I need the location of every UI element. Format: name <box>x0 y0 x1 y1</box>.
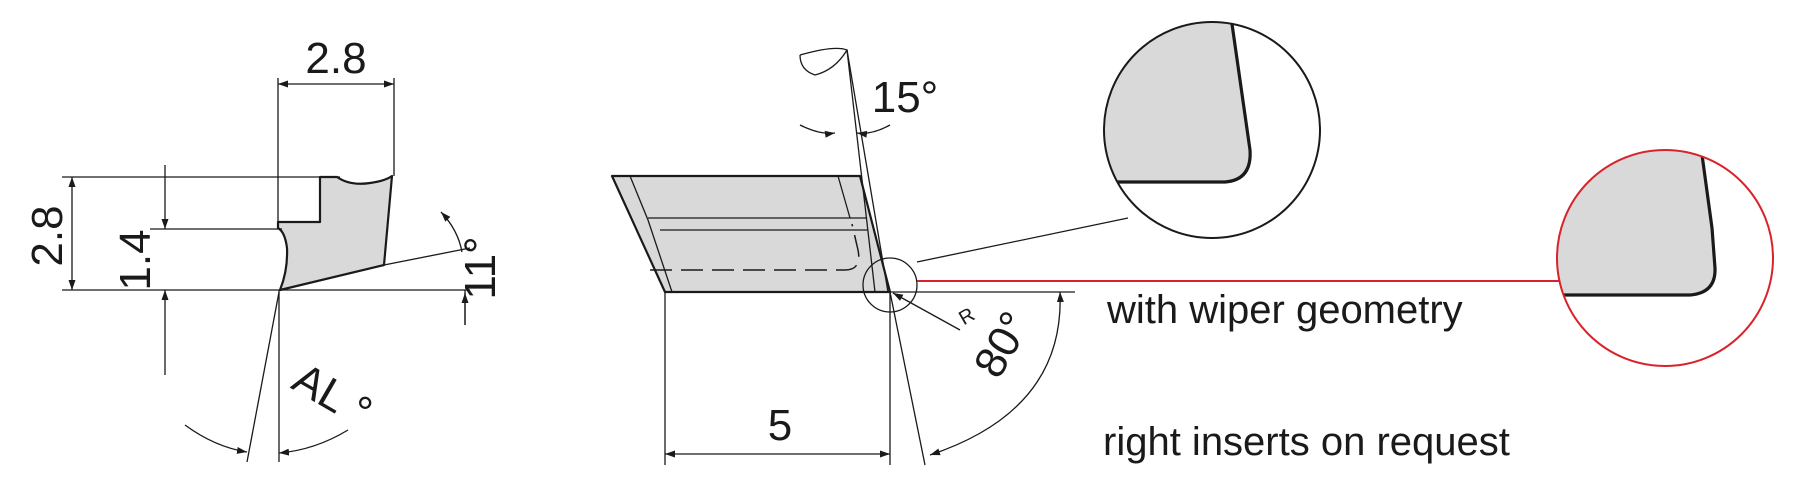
detail-standard-fill <box>1104 22 1251 182</box>
al-arc-right <box>278 429 349 456</box>
detail-wiper-circle <box>1556 149 1774 367</box>
front-view-insert-body <box>610 174 892 294</box>
detail-wiper-corner <box>1556 149 1774 367</box>
insert-top-facet <box>629 175 649 221</box>
detail-standard-circle <box>1103 21 1321 239</box>
height-label: 2.8 <box>23 205 72 266</box>
angle-15-arc-left <box>799 124 836 138</box>
length-label: 5 <box>768 401 792 450</box>
corner-detail-circle <box>862 257 918 313</box>
detail-standard-edge <box>1104 22 1252 184</box>
radius-label: R <box>955 304 979 330</box>
insert-right-inner <box>837 175 851 219</box>
detail-standard-corner <box>1103 21 1321 239</box>
hidden-edge <box>650 223 860 271</box>
angle-15-line-b <box>846 49 876 293</box>
radius-leader <box>892 292 961 331</box>
al-label: AL ° <box>284 354 380 437</box>
insert-left-inner <box>647 219 673 293</box>
side-view-insert-body <box>276 174 394 292</box>
side-view: 2.8 2.8 1.4 11° AL ° <box>23 34 505 463</box>
angle-80-arc <box>929 291 1064 456</box>
angle-11-label: 11° <box>456 236 505 299</box>
detail-wiper-edge <box>1557 150 1717 297</box>
angle-15-flag <box>799 47 848 76</box>
clearance-reference-line <box>383 247 471 266</box>
width-label: 2.8 <box>305 34 366 83</box>
step-label: 1.4 <box>111 229 160 290</box>
angle-80-line <box>889 291 926 466</box>
front-view: 15° 5 R 80° <box>610 47 1560 466</box>
al-inclined-line <box>246 291 280 463</box>
wiper-geometry-note: with wiper geometry <box>1106 288 1463 332</box>
angle-15-arc-right <box>856 124 891 138</box>
al-arc-left <box>184 424 248 454</box>
right-inserts-note: right inserts on request <box>1103 420 1510 464</box>
detail-leader-standard <box>916 217 1129 263</box>
angle-80-label: 80° <box>965 304 1041 386</box>
angle-15-label: 15° <box>872 73 939 122</box>
angle-11-arc <box>440 211 463 253</box>
angle-15-line-a <box>846 49 889 293</box>
detail-wiper-fill <box>1557 150 1716 295</box>
